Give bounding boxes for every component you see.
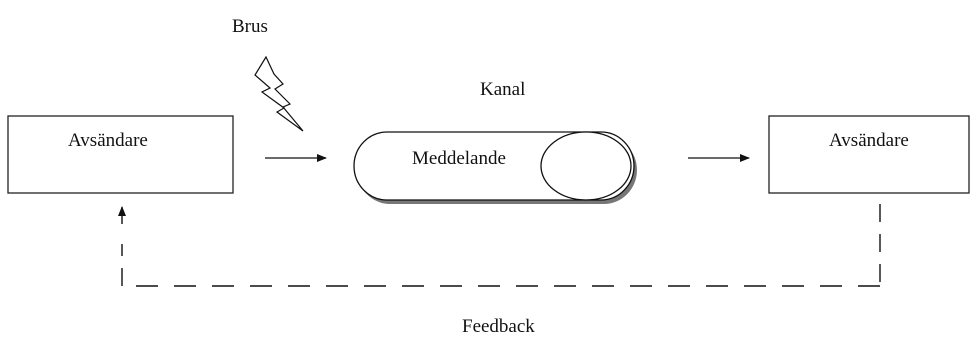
channel-label: Kanal — [480, 79, 526, 100]
receiver-box — [768, 115, 970, 194]
sender-box — [7, 115, 234, 194]
feedback-label: Feedback — [462, 316, 535, 337]
message-label: Meddelande — [412, 148, 506, 169]
lightning-bolt-icon — [254, 55, 304, 132]
message-cylinder — [353, 131, 637, 204]
noise-label: Brus — [232, 16, 268, 37]
receiver-label: Avsändare — [829, 130, 909, 151]
sender-label: Avsändare — [68, 130, 148, 151]
